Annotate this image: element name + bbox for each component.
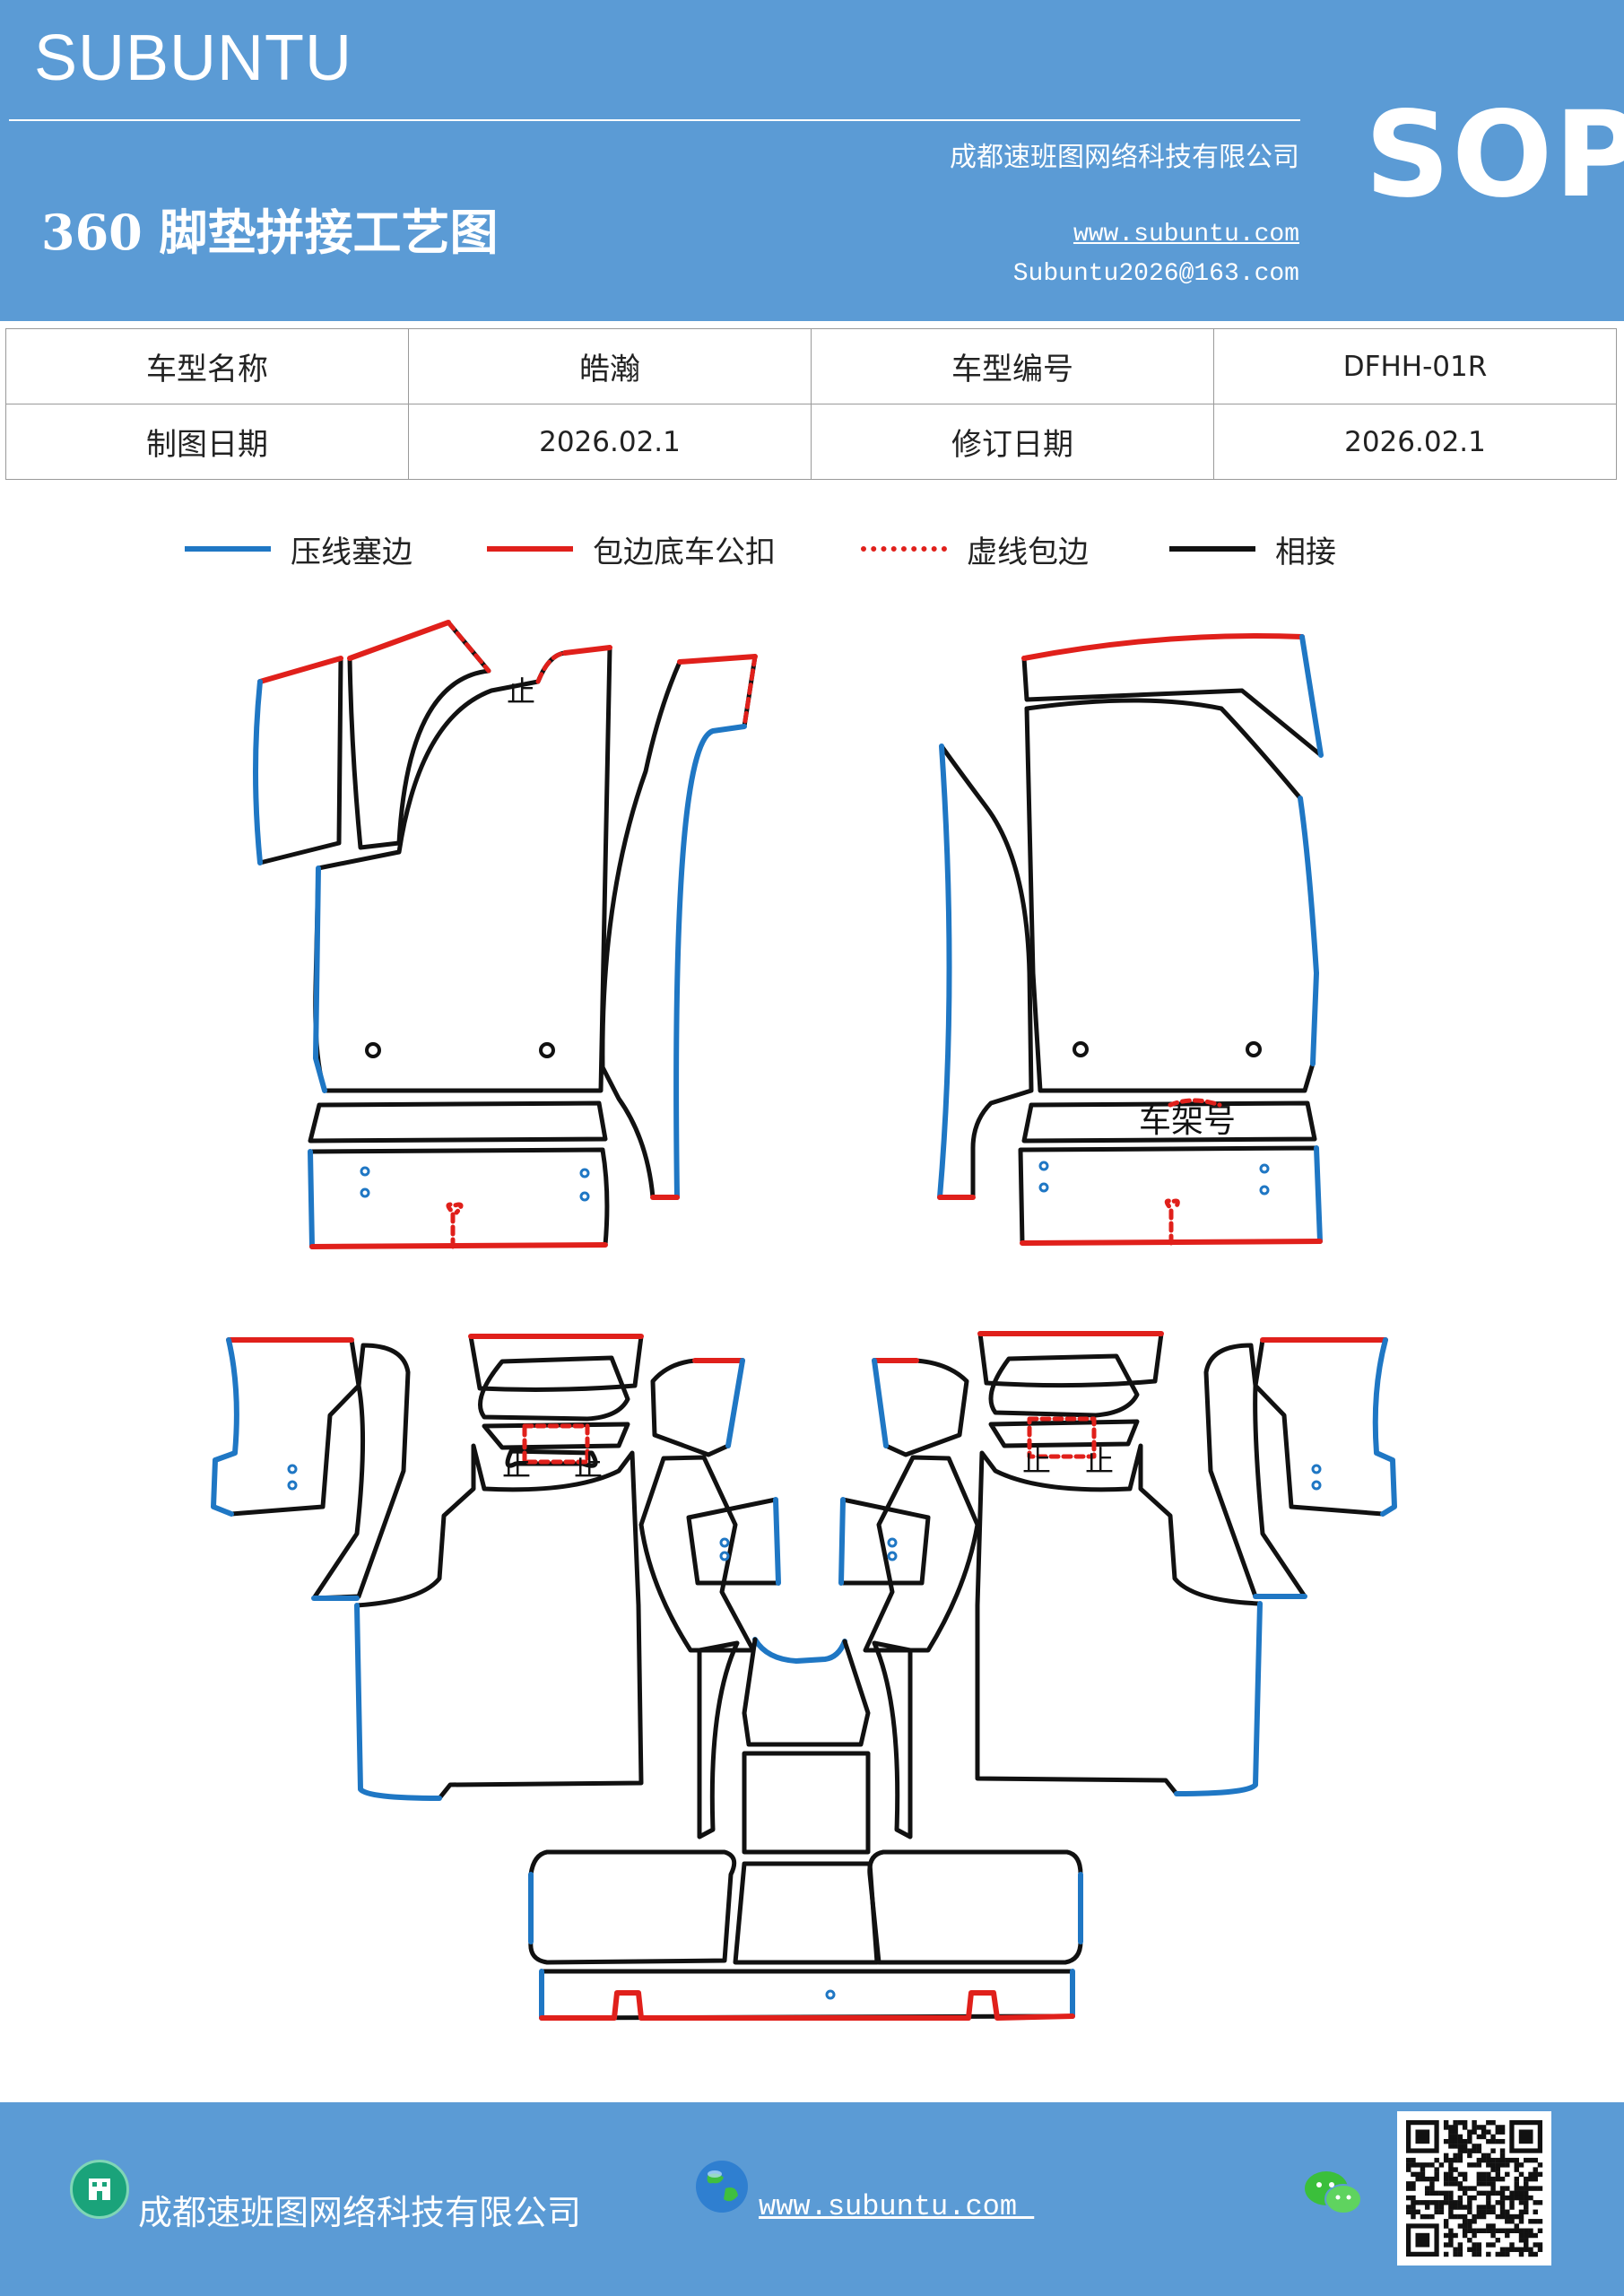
footer-website-link[interactable]: www.subuntu.com [759, 2190, 1035, 2223]
email-address: Subuntu2026@163.com [1012, 260, 1299, 288]
legend-label: 包边底车公扣 [593, 534, 776, 570]
draw-date-label: 制图日期 [5, 404, 409, 480]
legend-item-red-dotted: 虚线包边 [861, 527, 1089, 570]
model-name-value: 皓瀚 [408, 328, 812, 404]
table-row: 制图日期 2026.02.1 修订日期 2026.02.1 [5, 404, 1617, 480]
brand-name: SUBUNTU [34, 22, 353, 94]
wechat-icon [1302, 2167, 1365, 2219]
legend-swatch-black [1169, 546, 1255, 552]
stitch-mark: 止 [1085, 1444, 1114, 1478]
model-name-label: 车型名称 [5, 328, 409, 404]
center-tunnel-mat [697, 1637, 913, 1855]
footer-banner: 成都速班图网络科技有限公司 www.subuntu.com [0, 2102, 1624, 2296]
revise-date-label: 修订日期 [811, 404, 1214, 480]
rear-left-mat: 止 止 [211, 1334, 781, 1801]
legend-label: 相接 [1275, 534, 1336, 570]
legend-swatch-red [487, 546, 573, 552]
qr-code-image [1397, 2111, 1551, 2266]
building-icon [70, 2160, 129, 2219]
model-code-value: DFHH-01R [1213, 328, 1617, 404]
legend-swatch-blue [185, 546, 271, 552]
legend-item-blue: 压线塞边 [185, 527, 413, 570]
legend-item-red: 包边底车公扣 [487, 527, 776, 570]
legend-label: 虚线包边 [967, 534, 1089, 570]
website-link[interactable]: www.subuntu.com [1073, 221, 1299, 248]
legend-item-black: 相接 [1169, 527, 1336, 570]
header-banner: SUBUNTU 成都速班图网络科技有限公司 360 脚垫拼接工艺图 www.su… [0, 0, 1624, 321]
rear-seat-strip-mat [528, 1849, 1083, 2021]
front-right-mat: 车架号 [937, 633, 1324, 1246]
model-code-label: 车型编号 [811, 328, 1214, 404]
revise-date-value: 2026.02.1 [1213, 404, 1617, 480]
company-name: 成都速班图网络科技有限公司 [950, 142, 1299, 173]
document-title: 360 脚垫拼接工艺图 [41, 204, 499, 261]
stitch-mark: 止 [507, 674, 535, 709]
header-divider [9, 119, 1300, 121]
front-left-mat: 止 [253, 620, 758, 1249]
draw-date-value: 2026.02.1 [408, 404, 812, 480]
vehicle-info-table: 车型名称 皓瀚 车型编号 DFHH-01R 制图日期 2026.02.1 修订日… [5, 328, 1617, 480]
globe-icon [693, 2158, 751, 2215]
legend-swatch-red-dotted [861, 546, 947, 552]
stitch-mark: 止 [502, 1448, 531, 1483]
footer-company-name: 成都速班图网络科技有限公司 [138, 2193, 582, 2232]
sop-badge: SOP [1365, 86, 1624, 224]
stitch-mark: 止 [1022, 1444, 1051, 1478]
vin-label: 车架号 [1139, 1103, 1236, 1140]
legend-label: 压线塞边 [291, 534, 413, 570]
table-row: 车型名称 皓瀚 车型编号 DFHH-01R [5, 328, 1617, 404]
floor-mat-diagram: 止 车架号 [211, 620, 1397, 2021]
rear-right-mat: 止 止 [838, 1331, 1397, 1796]
